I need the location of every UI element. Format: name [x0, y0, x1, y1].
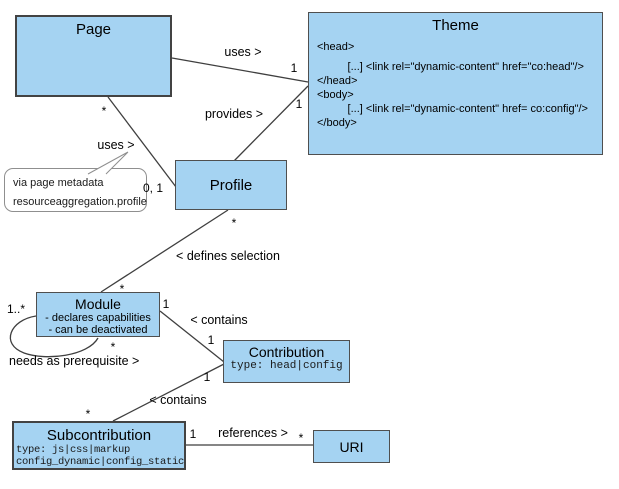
multiplicity-uses-profile-end: 0, 1: [142, 181, 164, 195]
association-module-contribution-contains: [159, 310, 225, 363]
label-provides: provides >: [204, 107, 264, 121]
label-references: references >: [218, 426, 288, 440]
subcontribution-type-line-2: config_dynamic|config_static: [16, 456, 185, 468]
class-title-uri: URI: [339, 438, 364, 455]
association-profile-theme-provides: [233, 85, 309, 162]
association-page-theme-uses: [171, 57, 309, 83]
label-uses-left: uses >: [97, 138, 135, 152]
theme-line-body-open: <body>: [317, 89, 354, 101]
multiplicity-contains1-contribution-end: 1: [207, 333, 215, 347]
label-defines-selection: < defines selection: [176, 249, 280, 263]
class-box-page: Page: [15, 15, 172, 97]
note-bubble-tail: [87, 151, 129, 175]
multiplicity-contains2-contribution-end: 1: [203, 370, 211, 384]
label-contains-lower: < contains: [149, 393, 207, 407]
multiplicity-references-uri-end: *: [298, 431, 304, 445]
class-box-contribution: Contribution type: head|config: [223, 340, 350, 383]
theme-line-link-config: [...] <link rel="dynamic-content" href= …: [317, 103, 588, 115]
theme-line-body-close: </body>: [317, 117, 357, 129]
multiplicity-contains1-module-end: 1: [162, 297, 170, 311]
multiplicity-defines-profile-end: *: [231, 216, 237, 230]
multiplicity-self-source: 1..*: [6, 302, 26, 316]
contribution-type-line: type: head|config: [230, 360, 343, 372]
note-line-2: resourceaggregation.profile: [13, 196, 147, 208]
class-title-module: Module: [75, 296, 121, 312]
class-box-theme: Theme <head> [...] <link rel="dynamic-co…: [308, 12, 603, 155]
multiplicity-uses-page-end: *: [101, 104, 107, 118]
class-title-contribution: Contribution: [248, 344, 325, 360]
multiplicity-uses-theme-end: 1: [290, 61, 298, 75]
note-line-1: via page metadata: [13, 177, 104, 189]
class-title-subcontribution: Subcontribution: [46, 427, 152, 444]
theme-markup-snippet: <head> [...] <link rel="dynamic-content"…: [309, 34, 602, 130]
multiplicity-defines-module-end: *: [119, 282, 125, 296]
class-box-uri: URI: [313, 430, 390, 463]
theme-line-head-close: </head>: [317, 75, 358, 87]
module-attribute-deactivated: - can be deactivated: [48, 324, 148, 336]
association-module-self-loop: [9, 315, 99, 358]
theme-line-head-open: <head>: [317, 41, 355, 53]
multiplicity-references-subcontribution-end: 1: [189, 427, 197, 441]
class-title-theme: Theme: [432, 17, 479, 34]
multiplicity-provides-theme-end: 1: [295, 97, 303, 111]
theme-line-link-head: [...] <link rel="dynamic-content" href="…: [317, 61, 584, 73]
module-attribute-declares: - declares capabilities: [45, 312, 151, 324]
class-box-module: Module - declares capabilities - can be …: [36, 292, 160, 337]
subcontribution-type-line-1: type: js|css|markup: [16, 444, 131, 456]
class-title-profile: Profile: [209, 176, 253, 194]
class-title-page: Page: [75, 21, 112, 38]
class-box-profile: Profile: [175, 160, 287, 210]
note-bubble: via page metadata resourceaggregation.pr…: [4, 168, 147, 212]
multiplicity-contains2-subcontribution-end: *: [85, 407, 91, 421]
association-page-profile-uses: [107, 96, 177, 188]
label-needs-prerequisite: needs as prerequisite >: [9, 354, 140, 368]
association-contribution-subcontribution-contains: [112, 363, 225, 422]
association-profile-module-defines: [100, 209, 229, 293]
class-box-subcontribution: Subcontribution type: js|css|markup conf…: [12, 421, 186, 470]
label-uses-top: uses >: [224, 45, 262, 59]
multiplicity-self-target: *: [110, 340, 116, 354]
label-contains-upper: < contains: [190, 313, 248, 327]
